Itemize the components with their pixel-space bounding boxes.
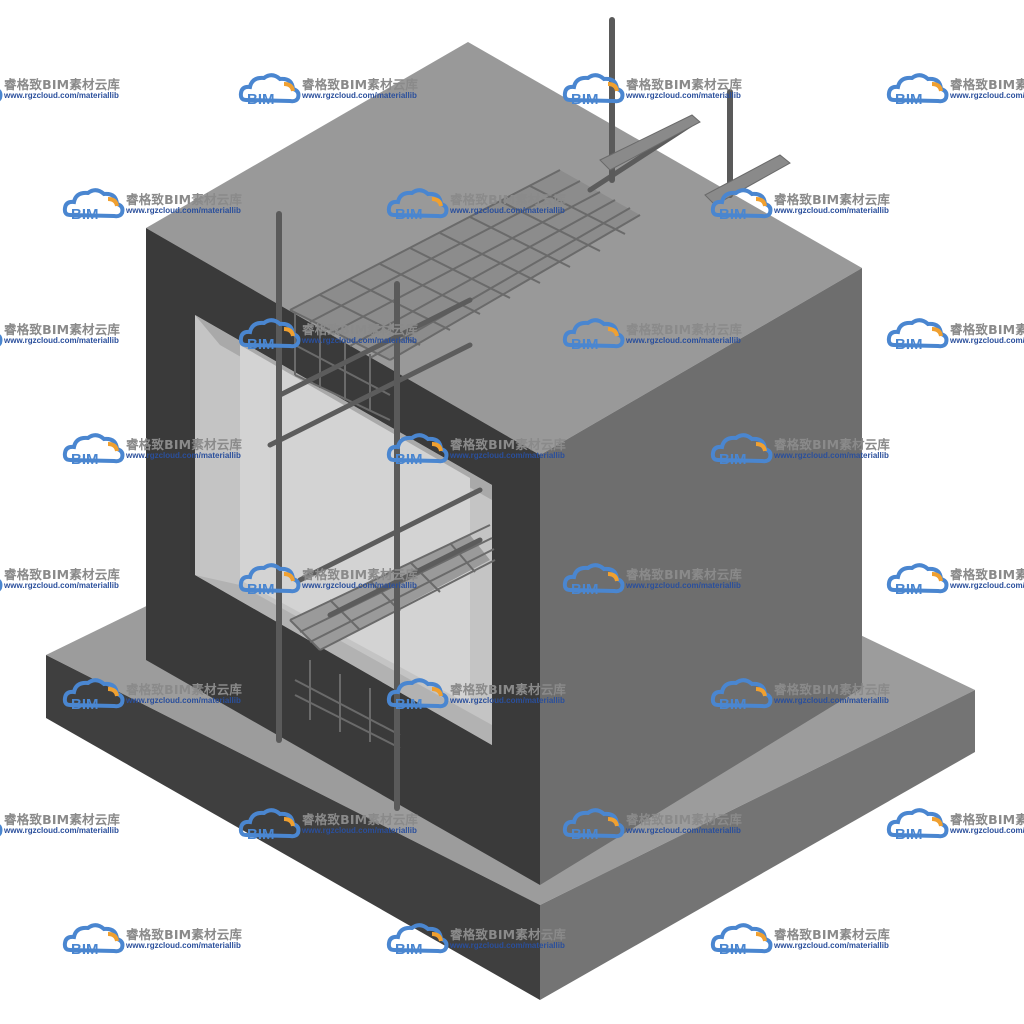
vertical-pipes bbox=[276, 17, 733, 811]
base-slab-right bbox=[540, 690, 975, 1000]
lower-cable-tray bbox=[289, 524, 496, 749]
opening-back-wall bbox=[240, 345, 470, 705]
box-right-face bbox=[540, 268, 862, 885]
top-cable-tray bbox=[289, 169, 641, 421]
horizontal-pipes bbox=[267, 122, 693, 618]
